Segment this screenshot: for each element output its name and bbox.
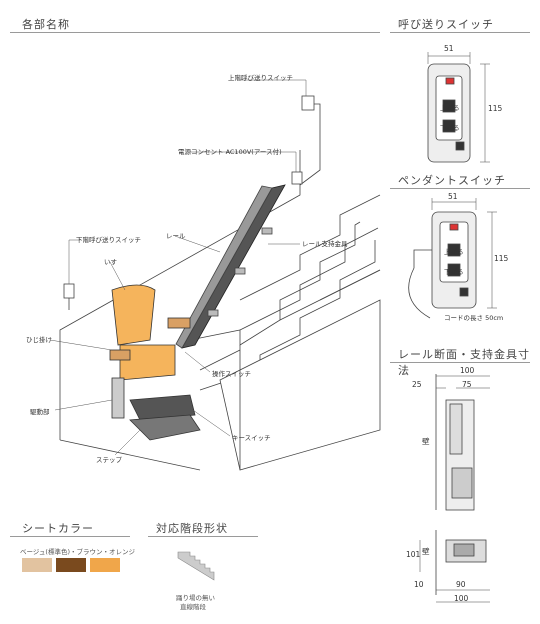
call-switch-height: 115: [488, 104, 503, 113]
call-switch-down-label: 下がる: [440, 124, 460, 132]
rail-dim-10: 10: [414, 580, 424, 589]
rail-dim-75: 75: [462, 380, 472, 389]
section-title-pendant: ペンダントスイッチ: [398, 174, 506, 187]
swatch-orange: [90, 558, 120, 572]
divider: [390, 188, 530, 189]
label-lower-call-switch: 下階呼び送りスイッチ: [76, 236, 141, 244]
rail-dim-101: 101: [406, 550, 421, 559]
rail-dim-100: 100: [460, 366, 475, 375]
rail-dim-90: 90: [456, 580, 466, 589]
pendant-width: 51: [448, 192, 458, 201]
call-switch-width: 51: [444, 44, 454, 53]
pendant-up-label: 上がる: [444, 248, 464, 256]
label-drive: 駆動部: [30, 408, 50, 416]
label-key-switch: キースイッチ: [232, 434, 271, 442]
divider: [10, 32, 380, 33]
seat-color-caption: ベージュ(標準色)・ブラウン・オレンジ: [20, 548, 135, 556]
rail-wall-label-2: 壁: [422, 547, 430, 556]
label-seat: いす: [104, 258, 117, 266]
rail-wall-label: 壁: [422, 437, 430, 446]
rail-dim-25: 25: [412, 380, 422, 389]
pendant-height: 115: [494, 254, 509, 263]
stairs-caption-line2: 直線階段: [180, 603, 206, 611]
call-switch-up-label: 上がる: [440, 104, 460, 112]
rail-dim-100-bottom: 100: [454, 594, 469, 603]
label-rail: レール: [166, 232, 186, 240]
divider: [390, 362, 530, 363]
label-armrest: ひじ掛け: [26, 336, 52, 344]
pendant-cord-length: コードの長さ 50cm: [444, 314, 504, 322]
label-outlet: 電源コンセント AC100V(アース付): [178, 148, 282, 156]
section-title-call-switch: 呼び送りスイッチ: [398, 18, 494, 31]
section-title-stairs: 対応階段形状: [156, 522, 228, 535]
divider: [390, 32, 530, 33]
label-op-switch: 操作スイッチ: [212, 370, 251, 378]
stairs-caption-line1: 踊り場の無い: [176, 594, 215, 602]
label-rail-bracket: レール支持金具: [302, 240, 348, 248]
label-step: ステップ: [96, 456, 122, 464]
section-title-rail-section: レール断面・支持金具寸法: [398, 348, 530, 377]
pendant-down-label: 下がる: [444, 268, 464, 276]
section-title-seat-color: シートカラー: [22, 522, 94, 535]
label-upper-call-switch: 上階呼び送りスイッチ: [228, 74, 293, 82]
section-title-parts: 各部名称: [22, 18, 70, 31]
swatch-beige: [22, 558, 52, 572]
swatch-brown: [56, 558, 86, 572]
divider: [10, 536, 130, 537]
divider: [148, 536, 258, 537]
